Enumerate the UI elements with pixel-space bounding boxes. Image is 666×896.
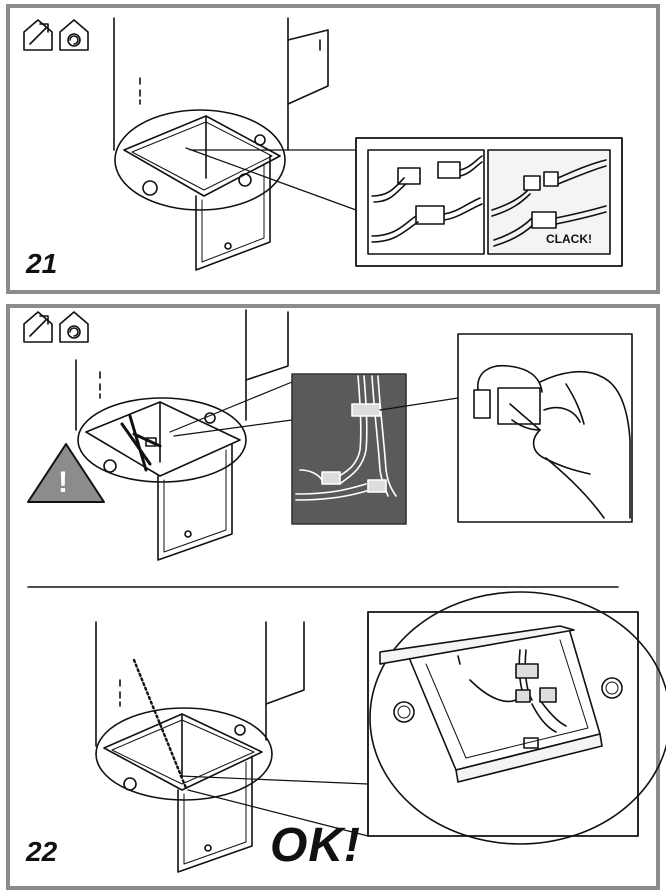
callout-line-22b — [379, 397, 459, 411]
callout-line-21 — [185, 147, 357, 211]
panel-step-21 — [6, 4, 660, 294]
callout-line-22c — [179, 775, 369, 837]
house-recirculation-icon — [59, 19, 89, 51]
house-recirculation-icon-22 — [59, 311, 89, 343]
final-connection-detail — [367, 591, 666, 845]
warning-exclamation: ! — [58, 466, 68, 499]
hood-base-22a — [77, 397, 247, 561]
hood-base-22b — [95, 707, 273, 873]
chimney-upper-22b — [95, 621, 305, 790]
house-install-icon-22 — [23, 311, 53, 343]
house-install-icon — [23, 19, 53, 51]
step-number-22: 22 — [26, 836, 58, 867]
clip-hand-detail — [457, 333, 633, 523]
warning-triangle-icon — [27, 443, 105, 503]
hood-base-21 — [114, 109, 286, 271]
callout-line-22a — [169, 381, 293, 437]
clack-label: CLACK! — [546, 232, 592, 246]
chimney-upper-22a — [75, 309, 289, 431]
chimney-upper-21 — [113, 17, 329, 151]
cable-clip-detail — [291, 373, 407, 525]
connector-detail-21 — [355, 137, 623, 267]
ok-label: OK! — [270, 819, 361, 872]
step-number-21: 21 — [26, 248, 58, 279]
